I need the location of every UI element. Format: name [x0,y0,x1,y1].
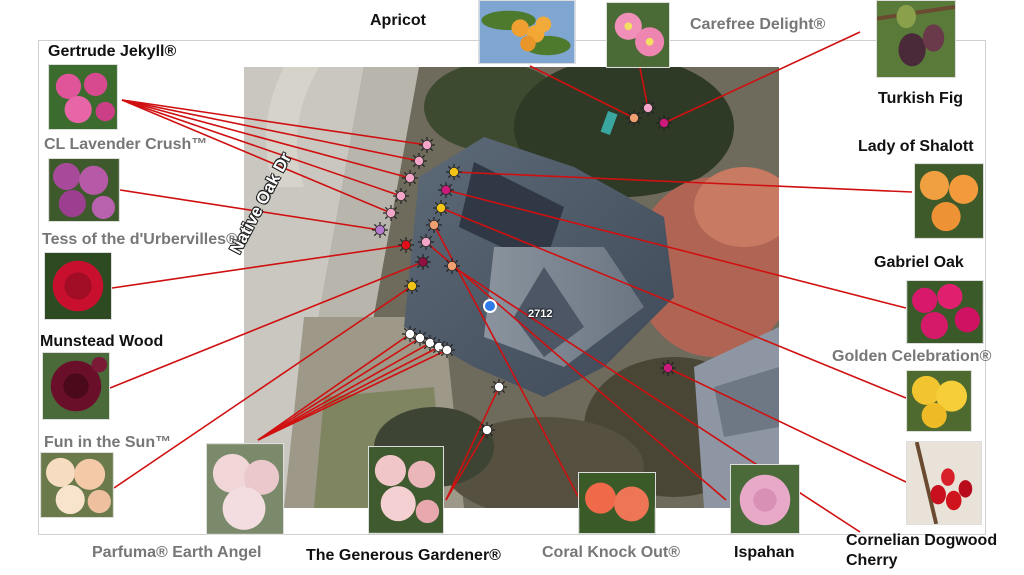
label-lady-of-shalott: Lady of Shalott [858,138,974,155]
photo-carefree-delight [606,2,670,68]
photo-tess [44,252,112,320]
label-parfuma-earth-angel: Parfuma® Earth Angel [92,544,262,561]
aerial-map [244,67,779,508]
label-golden-celebration: Golden Celebration® [832,348,992,365]
label-gabriel-oak: Gabriel Oak [874,254,964,271]
photo-munstead-wood [42,352,110,420]
label-tess: Tess of the d'Urbervilles® [42,231,238,248]
photo-parfuma-earth-angel [206,443,284,535]
photo-gertrude-jekyll [48,64,118,130]
photo-generous-gardener [368,446,444,534]
label-ispahan: Ispahan [734,544,795,561]
label-apricot: Apricot [370,12,426,29]
photo-ispahan [730,464,800,534]
label-generous-gardener: The Generous Gardener® [306,547,501,564]
photo-coral-knock-out [578,472,656,534]
label-fun-in-the-sun: Fun in the Sun™ [44,434,172,451]
label-munstead-wood: Munstead Wood [40,333,164,350]
photo-fun-in-the-sun [40,452,114,518]
photo-lady-of-shalott [914,163,984,239]
photo-apricot [478,0,576,64]
label-carefree-delight: Carefree Delight® [690,16,826,33]
photo-gabriel-oak [906,280,984,344]
photo-turkish-fig [876,0,956,78]
label-coral-knock-out: Coral Knock Out® [542,544,681,561]
house-number: 2712 [528,308,553,320]
label-turkish-fig: Turkish Fig [878,90,964,107]
photo-golden-celebration [906,370,972,432]
photo-cl-lavender-crush [48,158,120,222]
label-gertrude-jekyll: Gertrude Jekyll® [48,43,177,60]
label-cl-lavender-crush: CL Lavender Crush™ [44,136,208,153]
photo-cornelian-dogwood-cherry [906,441,982,525]
label-cornelian-dogwood-cherry: Cornelian Dogwood Cherry [846,532,998,569]
